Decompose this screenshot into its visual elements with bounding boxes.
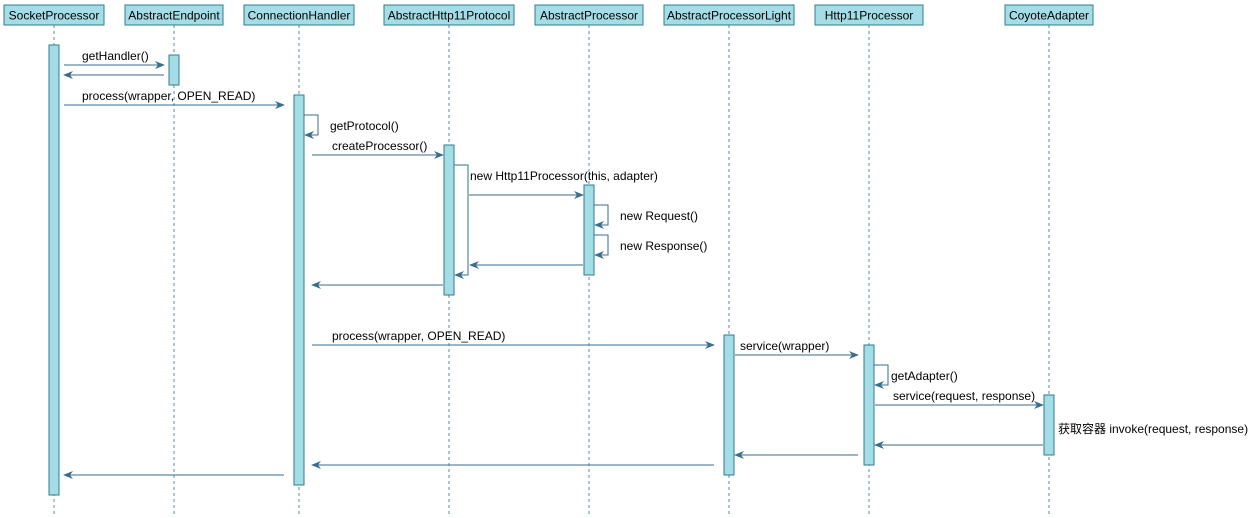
activation-bar-ca (1043, 394, 1055, 456)
self-call-arrow (454, 164, 469, 279)
participant-label: CoyoteAdapter (1009, 9, 1089, 23)
participant-box (1004, 4, 1094, 26)
message-m8: new Request() (594, 204, 698, 229)
participant-h11: Http11Processor (814, 4, 924, 26)
message-m12: process(wrapper, OPEN_READ) (312, 329, 715, 349)
message-m1: getHandler() (64, 49, 165, 69)
participant-label: AbstractHttp11Protocol (388, 9, 511, 23)
self-call-arrow (594, 234, 609, 259)
participant-box (3, 4, 105, 26)
message-m6: new Http11Processor(this, adapter) (454, 164, 658, 279)
participant-label: AbstractProcessorLight (667, 9, 792, 23)
participant-box (663, 4, 795, 26)
participant-box (814, 4, 924, 26)
message-m13: service(wrapper) (735, 339, 859, 359)
participant-label: AbstractEndpoint (128, 9, 220, 23)
self-call-arrow (304, 114, 319, 139)
activation-bar-apr (583, 184, 595, 276)
message-m15: service(request, response) (875, 389, 1044, 409)
activation-bar-ch (293, 94, 305, 486)
message-m3: process(wrapper, OPEN_READ) (64, 89, 285, 109)
participant-box (124, 4, 224, 26)
message-label: service(request, response) (893, 389, 1035, 403)
activation-bar-apl (723, 334, 735, 476)
participant-apr: AbstractProcessor (534, 4, 644, 26)
activation-bar-sp (48, 44, 60, 496)
message-label: process(wrapper, OPEN_READ) (332, 329, 505, 343)
message-label: getProtocol() (330, 119, 399, 133)
message-label: 获取容器 invoke(request, response) (1058, 421, 1248, 436)
self-call-arrow (594, 204, 609, 229)
participant-label: Http11Processor (825, 9, 913, 23)
message-m14: getAdapter() (874, 364, 958, 389)
message-label: new Response() (620, 239, 707, 253)
message-label: process(wrapper, OPEN_READ) (82, 89, 255, 103)
participant-box (243, 4, 355, 26)
participant-apl: AbstractProcessorLight (663, 4, 795, 26)
message-label: getHandler() (82, 49, 149, 63)
participant-ae: AbstractEndpoint (124, 4, 224, 26)
participant-ca: CoyoteAdapter (1004, 4, 1094, 26)
message-m9: new Response() (594, 234, 707, 259)
message-m5: createProcessor() (312, 139, 444, 159)
participant-box (534, 4, 644, 26)
activation-bar-h11 (863, 344, 875, 466)
participant-sp: SocketProcessor (3, 4, 105, 26)
participant-label: AbstractProcessor (540, 9, 638, 23)
participant-ch: ConnectionHandler (243, 4, 355, 26)
participant-label: SocketProcessor (9, 9, 100, 23)
activation-bar-ae (168, 54, 180, 86)
self-call-arrow (874, 364, 889, 389)
message-label: getAdapter() (891, 369, 958, 383)
message-label: new Http11Processor(this, adapter) (470, 169, 658, 183)
participant-ah: AbstractHttp11Protocol (383, 4, 515, 26)
message-label: createProcessor() (332, 139, 427, 153)
participant-label: ConnectionHandler (248, 9, 351, 23)
activation-bar-ah (443, 144, 455, 296)
message-label: new Request() (620, 209, 698, 223)
message-m16: 获取容器 invoke(request, response) (1058, 421, 1248, 436)
message-m4: getProtocol() (304, 114, 399, 139)
message-label: service(wrapper) (740, 339, 829, 353)
participant-box (383, 4, 515, 26)
